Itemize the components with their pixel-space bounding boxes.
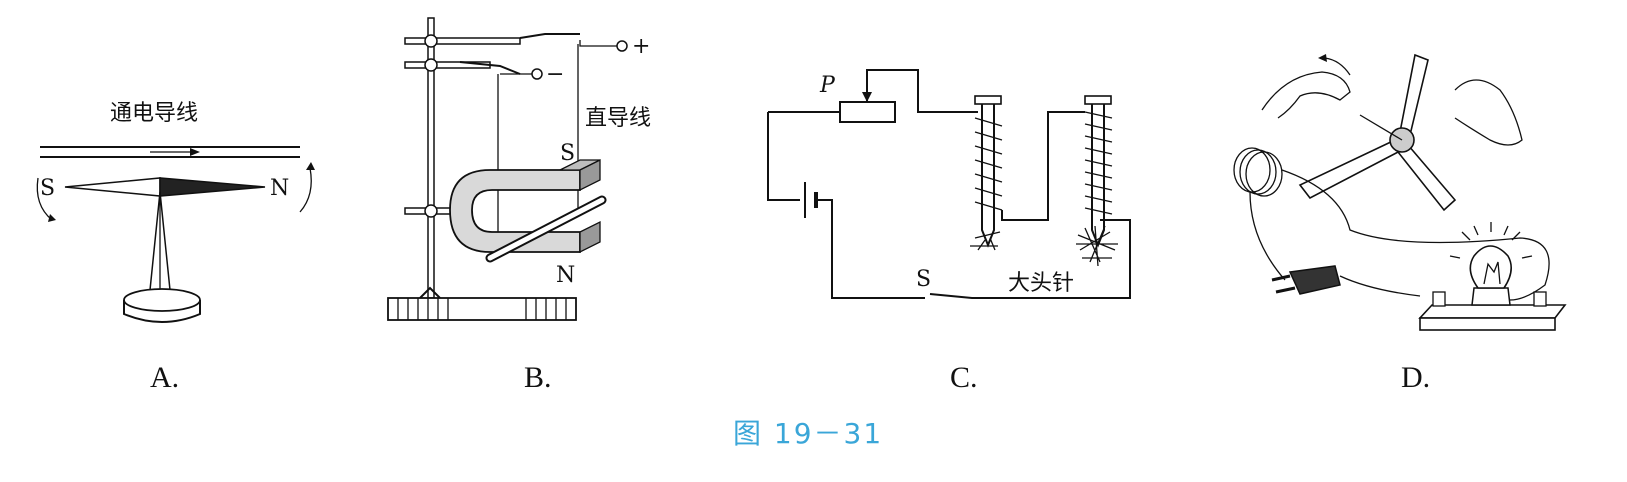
needle-s-half bbox=[64, 177, 161, 197]
plug-prong-2 bbox=[1275, 286, 1296, 294]
plus-terminal bbox=[616, 40, 628, 52]
rheostat-label: P bbox=[819, 73, 836, 98]
upper-clamp-tip bbox=[519, 33, 580, 39]
bottom-wire-left bbox=[816, 199, 925, 299]
panel-a: 通电导线 S N A. bbox=[36, 101, 315, 394]
minus-sign: − bbox=[546, 62, 564, 87]
panel-c: S P 大头针 C. bbox=[767, 69, 1131, 394]
left-hand bbox=[1261, 71, 1351, 119]
bulb-filament bbox=[1483, 261, 1501, 285]
upper-clamp-arm bbox=[404, 37, 521, 45]
plug bbox=[1288, 265, 1341, 295]
cord-to-plug bbox=[1249, 191, 1286, 281]
nail-head-left bbox=[974, 95, 1002, 105]
switch-label: S bbox=[916, 267, 931, 292]
terminal-left bbox=[1432, 291, 1446, 307]
fan-blade-right bbox=[1396, 143, 1457, 212]
straight-wire-label: 直导线 bbox=[585, 106, 651, 131]
board-top bbox=[1418, 304, 1567, 319]
option-b-label: B. bbox=[524, 361, 552, 394]
rheostat bbox=[839, 101, 896, 123]
option-a-label: A. bbox=[150, 361, 179, 394]
clamp-knob-1 bbox=[424, 34, 438, 48]
compass-base-side bbox=[123, 300, 201, 323]
magnet-n-label: N bbox=[556, 263, 575, 288]
plus-wire bbox=[579, 40, 618, 47]
panel-d: D. bbox=[1233, 53, 1567, 394]
compass-base-top bbox=[123, 288, 201, 312]
left-wire-top bbox=[767, 112, 800, 201]
fan-blade-top bbox=[1399, 53, 1429, 137]
wire-label: 通电导线 bbox=[110, 101, 198, 126]
stand-base bbox=[387, 297, 577, 321]
base-hatching bbox=[397, 298, 567, 320]
coil-left bbox=[974, 117, 1003, 211]
wire-coil-3 bbox=[1245, 151, 1283, 197]
pins-label: 大头针 bbox=[1008, 271, 1074, 296]
slider-wire bbox=[866, 69, 978, 113]
nail-left bbox=[981, 104, 995, 248]
current-arrowhead bbox=[190, 148, 200, 156]
clamp-knob-2 bbox=[424, 58, 438, 72]
lower-clamp-tip bbox=[459, 61, 521, 75]
figure-caption: 图 19－31 bbox=[733, 417, 883, 450]
nail-head-right bbox=[1084, 95, 1112, 105]
spin-arrow bbox=[1324, 57, 1351, 76]
conductor-rod-inner bbox=[487, 197, 605, 261]
u-magnet bbox=[449, 169, 581, 253]
clamp-knob-3 bbox=[424, 204, 438, 218]
magnet-top-end bbox=[579, 158, 601, 192]
pole-n-label: N bbox=[270, 176, 289, 201]
option-d-label: D. bbox=[1401, 361, 1430, 394]
light-rays bbox=[1449, 222, 1533, 259]
slider-arrow bbox=[862, 92, 872, 102]
plug-prong-1 bbox=[1271, 274, 1291, 282]
right-hand bbox=[1454, 79, 1523, 146]
terminal-right bbox=[1533, 291, 1547, 307]
cord-loop bbox=[1281, 169, 1550, 301]
pins-right bbox=[1076, 225, 1118, 267]
spin-arrowhead bbox=[1318, 54, 1327, 62]
board-front bbox=[1419, 317, 1556, 331]
pole-foot bbox=[419, 286, 441, 299]
magnet-bottom-end bbox=[579, 220, 601, 254]
bottom-wire-right bbox=[929, 219, 1131, 299]
rotation-arrow-right bbox=[299, 167, 312, 213]
magnet-s-label: S bbox=[560, 141, 575, 166]
cord-to-board bbox=[1339, 275, 1421, 297]
fan-axle bbox=[1359, 114, 1403, 141]
needle-n-half bbox=[159, 177, 266, 197]
pole-s-label: S bbox=[40, 176, 55, 201]
panel-b: + − 直导线 S N B. bbox=[387, 17, 651, 394]
fan-blade-left bbox=[1298, 138, 1404, 200]
middle-wire bbox=[1001, 111, 1085, 221]
plus-sign: + bbox=[632, 34, 650, 59]
wire-coil-1 bbox=[1233, 147, 1271, 193]
rotation-arrowhead-right bbox=[306, 162, 315, 170]
rotation-arrowhead-left bbox=[48, 214, 56, 222]
minus-terminal bbox=[531, 68, 543, 80]
pins-left bbox=[970, 231, 1001, 251]
wire-coil-2 bbox=[1239, 149, 1277, 195]
coil-right bbox=[1084, 111, 1113, 215]
bulb-socket bbox=[1471, 287, 1511, 306]
option-c-label: C. bbox=[950, 361, 978, 394]
